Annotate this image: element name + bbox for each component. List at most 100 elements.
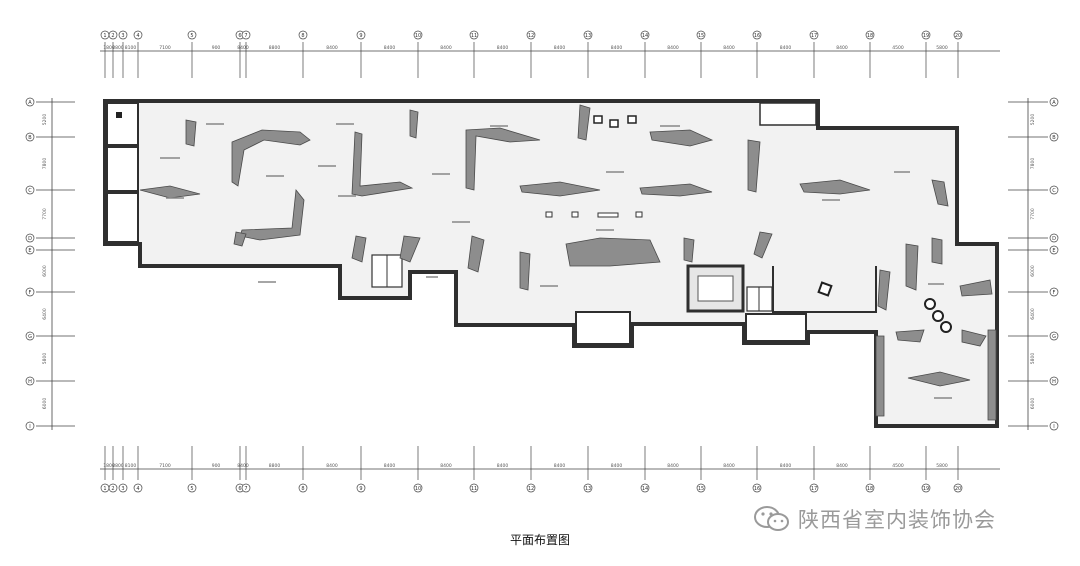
display-wall [959, 279, 993, 297]
column-axis-label: 14 [642, 486, 648, 492]
column-axis-marker [187, 483, 197, 493]
span-dimension: 8400 [237, 45, 249, 51]
span-dimension: 5800 [936, 463, 948, 469]
room-label-marks [160, 123, 952, 399]
row-axis-label: E [1052, 248, 1055, 254]
column-axis-marker [809, 30, 819, 40]
square-display [635, 211, 643, 218]
column-axis-label: 16 [754, 486, 760, 492]
wechat-logo-icon [754, 506, 789, 531]
row-dimension: 6000 [1030, 265, 1036, 277]
span-dimension: 8800 [269, 463, 281, 469]
column-axis-marker [356, 30, 366, 40]
row-dimension: 5200 [1030, 114, 1036, 126]
row-axis-label: B [28, 135, 32, 141]
span-dimension: 8400 [440, 463, 452, 469]
square-display [627, 115, 637, 124]
display-wall [519, 181, 601, 197]
column-axis-label: 13 [585, 33, 591, 39]
column-axis-label: 8 [301, 486, 304, 492]
display-wall [565, 237, 661, 267]
span-dimension: 8400 [723, 45, 735, 51]
row-axis-label: F [29, 290, 32, 296]
column-axis-label: 17 [811, 33, 817, 39]
row-axis-label: A [1052, 100, 1056, 106]
row-axis-label: A [28, 100, 32, 106]
span-dimension: 8400 [836, 45, 848, 51]
column-axis-label: 11 [471, 486, 477, 492]
watermark: 陕西省室内装饰协会 [752, 501, 996, 537]
span-dimension: 8400 [326, 463, 338, 469]
column-axis-label: 6 [238, 486, 241, 492]
span-dimension: 1800 [103, 45, 115, 51]
building-footprint [103, 99, 999, 428]
row-axis-marker [25, 233, 35, 243]
span-dimension: 2800 [112, 45, 124, 51]
column-axis-label: 4 [136, 33, 139, 39]
display-wall [233, 231, 247, 247]
column-axis-marker [696, 30, 706, 40]
room-right-top [759, 102, 817, 126]
column-axis-marker [133, 30, 143, 40]
row-dimension: 5800 [1030, 353, 1036, 365]
column-axis-marker [526, 483, 536, 493]
column-axis-label: 3 [121, 486, 124, 492]
room-left-1 [106, 102, 139, 146]
column-axis-marker [583, 483, 593, 493]
span-dimension: 8800 [269, 45, 281, 51]
row-axis-marker [25, 185, 35, 195]
row-axis-marker [1049, 376, 1059, 386]
column-axis-label: 3 [121, 33, 124, 39]
display-wall [961, 329, 987, 347]
display-wall [231, 129, 311, 187]
column-axis-marker [526, 30, 536, 40]
display-wall [907, 371, 971, 387]
column-axis-marker [118, 483, 128, 493]
row-axis-marker [1049, 132, 1059, 142]
room-bottom-1 [575, 311, 631, 345]
axis-grid: 1122334455667788991010111112121313141415… [25, 30, 1059, 493]
column-axis-label: 19 [923, 33, 929, 39]
column-axis-marker [187, 30, 197, 40]
round-display [940, 321, 952, 333]
display-wall [467, 235, 485, 273]
column-axis-label: 16 [754, 33, 760, 39]
row-dimension: 6000 [42, 265, 48, 277]
column-axis-label: 15 [698, 33, 704, 39]
column-axis-label: 8 [301, 33, 304, 39]
row-axis-label: E [28, 248, 31, 254]
row-dimension: 6000 [42, 398, 48, 410]
display-wall [577, 104, 591, 141]
watermark-text: 陕西省室内装饰协会 [798, 508, 996, 532]
column-axis-label: 10 [415, 33, 421, 39]
round-display [924, 298, 936, 310]
drawing-caption: 平面布置图 [509, 533, 570, 547]
stair-left [371, 254, 403, 288]
column-axis-label: 7 [244, 33, 247, 39]
span-dimension: 8400 [836, 463, 848, 469]
room-bottom-2 [745, 313, 807, 342]
row-dimension: 5200 [42, 114, 48, 126]
column-axis-marker [865, 483, 875, 493]
column-axis-label: 2 [111, 486, 114, 492]
exhibit-features [116, 112, 952, 333]
span-dimension: 8400 [326, 45, 338, 51]
row-axis-label: F [1053, 290, 1056, 296]
span-dimension: 8400 [497, 45, 509, 51]
column-axis-label: 12 [528, 33, 534, 39]
row-axis-label: D [28, 236, 32, 242]
row-axis-label: D [1052, 236, 1056, 242]
column-axis-label: 1 [103, 33, 106, 39]
row-axis-label: B [1052, 135, 1056, 141]
span-dimension: 900 [212, 463, 221, 469]
square-display [817, 281, 833, 297]
display-wall [895, 329, 925, 343]
column-axis-marker [696, 483, 706, 493]
row-axis-label: I [1053, 424, 1054, 430]
span-dimension: 8400 [611, 463, 623, 469]
display-wall [185, 119, 197, 147]
span-dimension: 8400 [384, 463, 396, 469]
column-axis-marker [752, 483, 762, 493]
span-dimension: 8400 [497, 463, 509, 469]
